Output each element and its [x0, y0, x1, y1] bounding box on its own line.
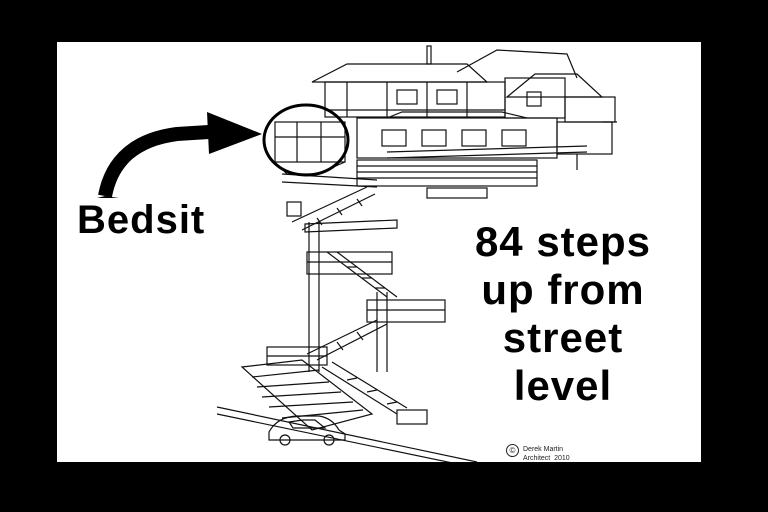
street: [216, 406, 478, 462]
architect-name: Derek Martin: [523, 446, 564, 453]
house-elevation-sketch: [97, 45, 617, 462]
stair-flight-2: [326, 251, 388, 298]
lower-wall: [240, 359, 374, 431]
steps-line-2: up from: [481, 266, 645, 313]
credit-year: 2010: [554, 455, 570, 462]
architect-credit: Derek Martin Architect 2010: [523, 445, 570, 462]
architect-title-year: Architect 2010: [523, 454, 570, 462]
landing-2: [366, 299, 446, 323]
stair-flight-3: [306, 319, 378, 355]
steps-line-1: 84 steps: [474, 218, 652, 265]
bedsit-label: Bedsit: [77, 198, 206, 242]
steps-line-4: level: [513, 362, 613, 409]
copyright-icon: ©: [506, 444, 519, 457]
architect-title: Architect: [523, 455, 551, 462]
curved-arrow-icon: [97, 112, 262, 198]
architectural-drawing: Bedsit 84 steps up from street level © D…: [57, 42, 701, 462]
steps-line-3: street: [502, 314, 624, 361]
retaining-wall: [356, 159, 538, 187]
landing-1: [306, 251, 393, 275]
main-roof: [311, 63, 489, 83]
steps-caption: 84 steps up from street level: [425, 218, 701, 410]
stair-flight-4: [321, 366, 398, 415]
stair-flight-1: [291, 186, 368, 223]
circle-highlight: [262, 103, 350, 177]
car: [268, 415, 346, 441]
bedsit-unit: [274, 121, 346, 163]
upper-roof: [456, 49, 578, 79]
deck: [386, 151, 588, 159]
